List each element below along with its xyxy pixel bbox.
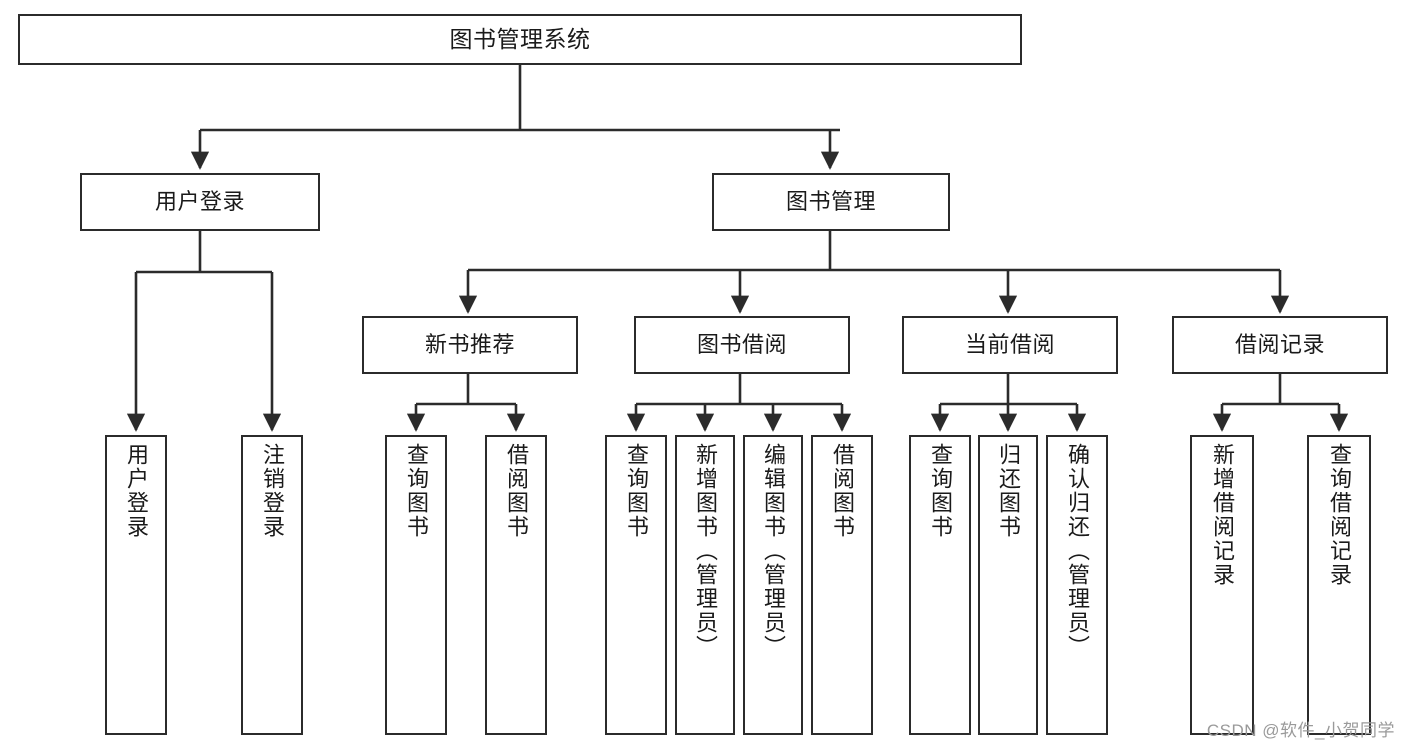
- node-new-book-recommend[interactable]: 新书推荐: [362, 316, 578, 374]
- node-label: 编辑图书（管理员）: [761, 443, 786, 659]
- node-current-borrow[interactable]: 当前借阅: [902, 316, 1118, 374]
- node-label: 借阅记录: [1234, 331, 1325, 357]
- node-label: 借阅图书: [504, 443, 529, 539]
- node-label: 查询借阅记录: [1327, 443, 1352, 587]
- node-leaf-query-book-borrow[interactable]: 查询图书: [605, 435, 667, 735]
- node-leaf-logout[interactable]: 注销登录: [241, 435, 303, 735]
- node-label: 图书管理: [785, 188, 876, 214]
- csdn-watermark: CSDN @软件_小贺同学: [1206, 721, 1395, 740]
- node-label: 注销登录: [260, 443, 285, 539]
- node-label: 查询图书: [404, 443, 429, 539]
- node-label: 查询图书: [928, 443, 953, 539]
- node-book-borrow[interactable]: 图书借阅: [634, 316, 850, 374]
- node-label: 当前借阅: [964, 331, 1055, 357]
- node-label: 查询图书: [624, 443, 649, 539]
- node-book-management[interactable]: 图书管理: [712, 173, 950, 231]
- node-label: 借阅图书: [830, 443, 855, 539]
- node-leaf-query-book-recommend[interactable]: 查询图书: [385, 435, 447, 735]
- node-label: 确认归还（管理员）: [1065, 443, 1090, 659]
- node-label: 新书推荐: [424, 331, 515, 357]
- node-leaf-add-book-admin[interactable]: 新增图书（管理员）: [675, 435, 735, 735]
- node-leaf-query-borrow-record[interactable]: 查询借阅记录: [1307, 435, 1371, 735]
- node-leaf-borrow-book[interactable]: 借阅图书: [811, 435, 873, 735]
- node-label: 用户登录: [124, 443, 149, 539]
- node-leaf-confirm-return-admin[interactable]: 确认归还（管理员）: [1046, 435, 1108, 735]
- node-root-library-system[interactable]: 图书管理系统: [18, 14, 1022, 65]
- node-label: 图书借阅: [696, 331, 787, 357]
- node-label: 用户登录: [154, 188, 245, 214]
- node-leaf-borrow-book-recommend[interactable]: 借阅图书: [485, 435, 547, 735]
- node-leaf-edit-book-admin[interactable]: 编辑图书（管理员）: [743, 435, 803, 735]
- node-leaf-add-borrow-record[interactable]: 新增借阅记录: [1190, 435, 1254, 735]
- node-label: 归还图书: [996, 443, 1021, 539]
- node-label: 新增图书（管理员）: [693, 443, 718, 659]
- node-label: 新增借阅记录: [1210, 443, 1235, 587]
- node-leaf-query-book-current[interactable]: 查询图书: [909, 435, 971, 735]
- node-leaf-return-book[interactable]: 归还图书: [978, 435, 1038, 735]
- node-label: 图书管理系统: [449, 25, 591, 52]
- node-borrow-record[interactable]: 借阅记录: [1172, 316, 1388, 374]
- node-leaf-user-login[interactable]: 用户登录: [105, 435, 167, 735]
- node-user-login[interactable]: 用户登录: [80, 173, 320, 231]
